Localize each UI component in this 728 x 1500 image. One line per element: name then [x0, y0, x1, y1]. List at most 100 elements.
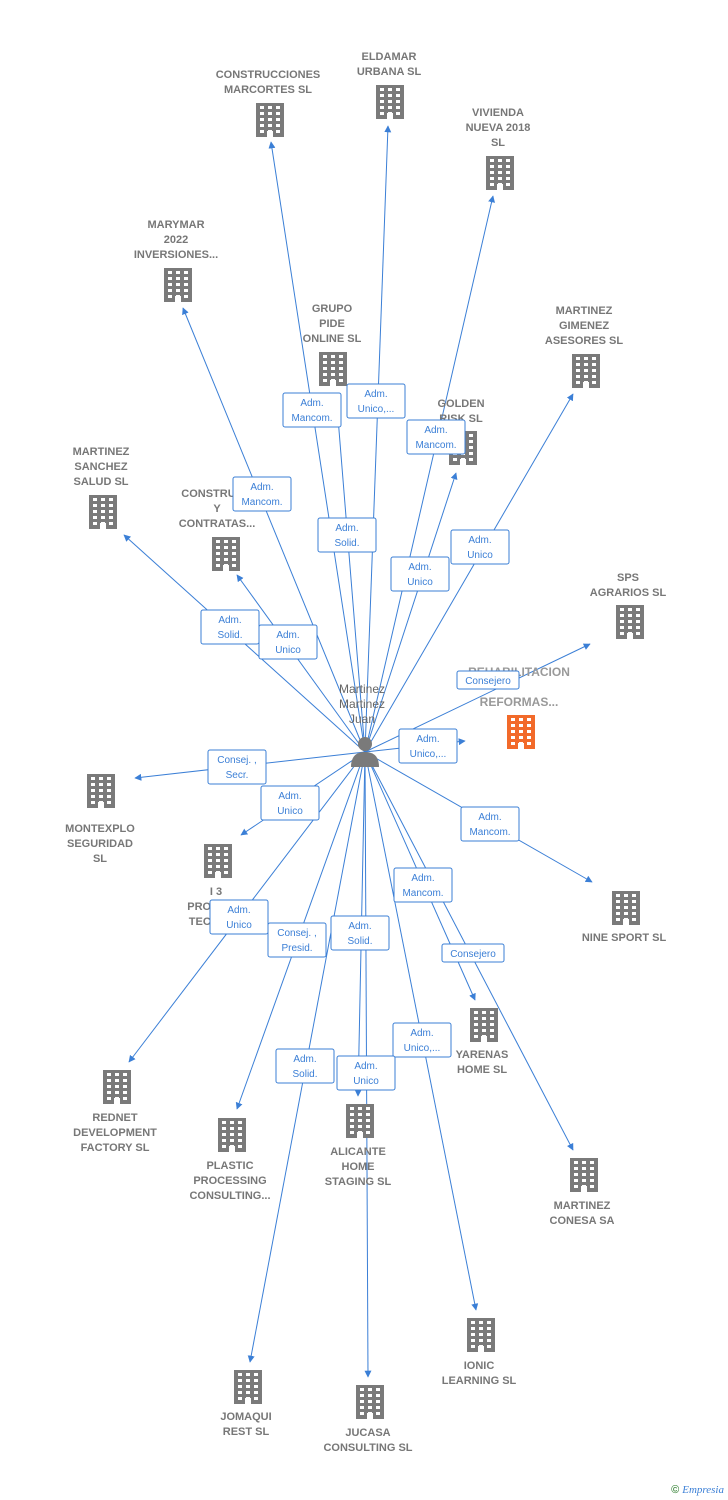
edge-label-text: Adm.	[364, 389, 387, 400]
edge-label-text: Unico	[226, 920, 252, 931]
company-label: GRUPO	[312, 303, 353, 315]
edge-label[interactable]: Consejero	[441, 943, 505, 963]
edge-line	[364, 393, 574, 753]
building-icon	[234, 1370, 262, 1404]
edge-label-box	[460, 806, 520, 842]
edge-label-box	[207, 749, 267, 785]
building-icon	[572, 354, 600, 388]
edge-label[interactable]: Adm.Mancom.	[393, 867, 453, 903]
edge-label[interactable]: Consej. ,Secr.	[207, 749, 267, 785]
building-icon	[319, 352, 347, 386]
edge-line	[364, 195, 495, 753]
building-icon	[204, 844, 232, 878]
edge-line	[182, 307, 366, 753]
copyright-icon: ©	[671, 1484, 680, 1496]
edge-label[interactable]: Adm. Unico	[209, 899, 269, 935]
edge-label-text: Adm.	[227, 905, 250, 916]
company-label: ELDAMAR	[362, 51, 417, 63]
company-label: FACTORY SL	[81, 1142, 150, 1154]
company-label: STAGING SL	[325, 1176, 392, 1188]
building-icon	[470, 1008, 498, 1042]
company-label: MARYMAR	[147, 219, 204, 231]
building-icon	[570, 1158, 598, 1192]
company-label: INVERSIONES...	[134, 249, 218, 261]
building-icon	[346, 1104, 374, 1138]
edge-label[interactable]: Adm.Mancom.	[406, 419, 466, 455]
edge-label[interactable]: Adm. Solid.	[275, 1048, 335, 1084]
edge-label-text: Adm.	[424, 425, 447, 436]
company-label: MARTINEZ	[554, 1200, 611, 1212]
company-label: PROCESSING	[193, 1175, 266, 1187]
edge-label-text: Unico	[353, 1076, 379, 1087]
edge-label-text: Adm.	[293, 1054, 316, 1065]
company-node[interactable]: PLASTICPROCESSINGCONSULTING...	[189, 1118, 271, 1202]
edge-label[interactable]: Adm.Unico,...	[346, 383, 406, 419]
edge-label[interactable]: Adm.Unico	[260, 785, 320, 821]
company-label: REFORMAS...	[480, 695, 559, 709]
company-label: URBANA SL	[357, 66, 422, 78]
edge-label-text: Unico	[277, 806, 303, 817]
edge-label[interactable]: Adm.Solid.	[200, 609, 260, 645]
edge-label-text: Adm.	[335, 523, 358, 534]
edge-label-text: Consejero	[450, 949, 496, 960]
edge-label[interactable]: Adm.Mancom.	[460, 806, 520, 842]
edge-label-text: Adm.	[354, 1061, 377, 1072]
company-label: PIDE	[319, 318, 345, 330]
company-label: SEGURIDAD	[67, 838, 133, 850]
edge-label-text: Consej. ,	[277, 928, 316, 939]
edge-label[interactable]: Adm. Unico	[336, 1055, 396, 1091]
edge-label-box	[232, 476, 292, 512]
company-node[interactable]: GRUPO PIDE ONLINE SL	[303, 303, 362, 386]
company-node[interactable]: ELDAMAR URBANA SL	[357, 51, 422, 119]
company-node[interactable]: MARYMAR2022INVERSIONES...	[134, 219, 218, 302]
edge-label[interactable]: Consejero	[456, 670, 520, 690]
edge-label[interactable]: Consej. ,Presid.	[267, 922, 327, 958]
edge-label[interactable]: Adm.Mancom.	[282, 392, 342, 428]
edge-label-text: Secr.	[226, 770, 249, 781]
edge-line	[364, 125, 392, 753]
person-icon	[351, 737, 379, 767]
edge-label[interactable]: Adm.Solid.	[330, 915, 390, 951]
company-label: ONLINE SL	[303, 333, 362, 345]
edge-label-text: Solid.	[217, 630, 242, 641]
edge-label[interactable]: Adm.Unico	[450, 529, 510, 565]
brand-footer[interactable]: © Empresia	[671, 1484, 724, 1496]
company-label: LEARNING SL	[442, 1375, 517, 1387]
company-label: DEVELOPMENT	[73, 1127, 157, 1139]
edge-label[interactable]: Adm.Solid.	[317, 517, 377, 553]
edge-label[interactable]: Adm.Unico,...	[398, 728, 458, 764]
edge-label[interactable]: Adm.Unico	[390, 556, 450, 592]
edge-label-text: Adm.	[411, 873, 434, 884]
company-label: SPS	[617, 572, 639, 584]
company-label: NUEVA 2018	[466, 122, 531, 134]
edge-label-text: Solid.	[292, 1069, 317, 1080]
edge-label-box	[282, 392, 342, 428]
edge-label[interactable]: Adm.Unico	[258, 624, 318, 660]
company-node[interactable]: NINE SPORT SL	[582, 891, 667, 944]
edge-label[interactable]: Adm.Mancom.	[232, 476, 292, 512]
edge-label-box	[267, 922, 327, 958]
edge-label-text: Adm.	[300, 398, 323, 409]
building-icon	[616, 605, 644, 639]
edge-label[interactable]: Adm.Unico,...	[392, 1022, 452, 1058]
company-label: HOME SL	[457, 1064, 507, 1076]
building-icon	[356, 1385, 384, 1419]
edge-label-box	[209, 899, 269, 935]
edge-label-text: Adm.	[348, 921, 371, 932]
company-label: JOMAQUI	[220, 1411, 271, 1423]
company-label: NINE SPORT SL	[582, 932, 667, 944]
